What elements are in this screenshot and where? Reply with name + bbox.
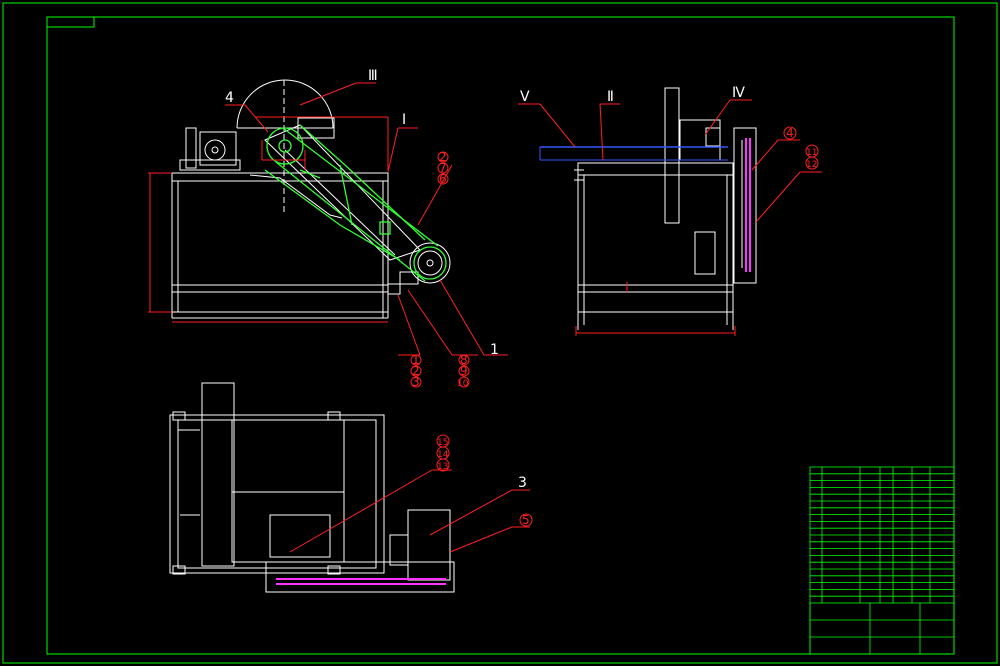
label-roman-IV: Ⅳ [732,85,745,101]
side-motor-column [733,127,757,284]
label-arabic-3: 3 [518,475,527,491]
circle-front-ll-0 [410,354,422,366]
num-front-ll-1: 2 [412,364,420,378]
title-block-frame [809,466,955,655]
num-top-2: 13 [437,462,448,472]
num-front-upper-1: 7 [439,161,447,175]
circle-side-0 [783,126,797,140]
num-front-lr-2: 10 [457,379,469,389]
leader-lines [225,82,822,553]
circled-top: 15 14 13 [436,434,450,472]
circled-front-upper: 2 7 6 [437,150,449,186]
circle-front-lr-1 [458,365,470,377]
top-frame [169,414,385,574]
front-belt-drive [264,124,447,282]
label-arabic-4: 4 [225,90,234,106]
num-front-ll-2: 3 [412,375,420,389]
num-top-1: 14 [437,450,449,460]
circled-side: 4 11 12 [783,126,819,170]
num-front-upper-2: 6 [439,172,447,186]
title-block [809,466,955,655]
circle-front-ll-2 [410,376,422,388]
label-roman-I: I [402,112,406,128]
circle-front-ll-1 [410,365,422,377]
circle-front-upper-1 [437,162,449,174]
num-side-0: 4 [786,126,794,140]
label-roman-V: V [520,89,530,105]
circle-top-right [519,513,533,527]
front-saw-blade [236,79,334,129]
num-front-lr-1: 9 [460,364,468,378]
circle-top-2 [436,458,450,472]
top-view [169,382,455,593]
front-view [171,79,451,319]
num-front-upper-0: 2 [439,150,447,164]
circled-front-lower-left: 1 2 3 [410,353,422,389]
top-saw-column [201,382,235,567]
side-blade-column [664,87,680,224]
label-roman-II: Ⅱ [607,89,614,105]
circle-front-lr-2 [458,376,470,388]
circle-front-upper-2 [437,173,449,185]
circle-front-upper-0 [437,151,449,163]
front-inclined-arm [264,124,421,261]
side-dimensions [575,282,736,336]
sheet-corner-tag [46,16,95,28]
circle-front-lr-0 [458,354,470,366]
num-side-1: 11 [806,148,817,158]
num-front-lr-0: 8 [460,353,468,367]
circle-side-2 [805,156,819,170]
side-view [574,87,757,330]
label-arabic-1: 1 [490,342,499,358]
front-dimensions [148,116,389,323]
side-control-box [694,231,716,275]
num-side-2: 12 [806,160,817,170]
circled-top-right: 5 [519,513,533,527]
top-motor [407,509,451,581]
num-top-right: 5 [522,513,530,527]
side-table-top [577,162,734,176]
label-roman-III: Ⅲ [368,68,378,84]
num-top-0: 15 [437,438,448,448]
front-top-motor [199,131,237,166]
circled-front-lower-right: 8 9 10 [457,353,470,389]
sheet-inner-border [46,16,955,655]
top-belt [276,578,446,585]
num-front-ll-0: 1 [412,353,420,367]
side-belt [745,138,751,272]
